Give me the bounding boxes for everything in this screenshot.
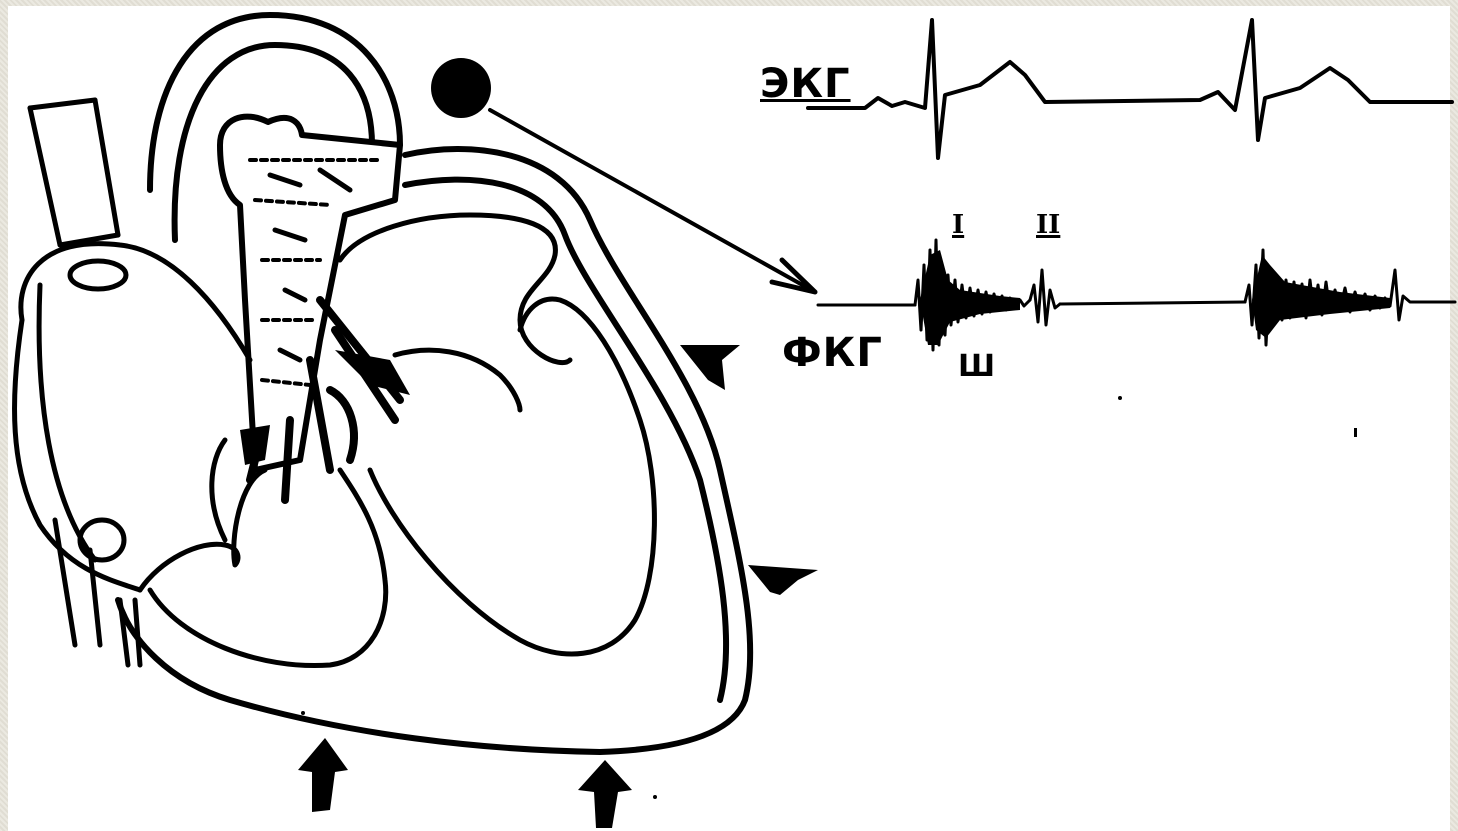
third-tone-text: Ш bbox=[958, 349, 995, 384]
second-tone-text: II bbox=[1036, 210, 1060, 240]
ecg-trace bbox=[808, 20, 1452, 158]
first-tone-text: I bbox=[952, 210, 964, 240]
pulmonary-trunk bbox=[220, 117, 400, 470]
first-tone-label: I bbox=[952, 212, 964, 238]
second-tone-label: II bbox=[1036, 212, 1060, 238]
ecg-label-text: ЭКГ bbox=[760, 61, 851, 107]
third-tone-label: Ш bbox=[958, 352, 995, 382]
pcg-label-text: ФКГ bbox=[782, 330, 883, 376]
right-atrium bbox=[15, 244, 250, 590]
microphone-icon bbox=[431, 58, 491, 118]
pcg-burst-fill bbox=[920, 250, 1390, 345]
heart-outline bbox=[118, 149, 750, 752]
arrow-icon bbox=[298, 345, 818, 828]
ecg-label: ЭКГ bbox=[760, 64, 851, 104]
pcg-label: ФКГ bbox=[782, 333, 883, 373]
vena-cava bbox=[30, 100, 118, 245]
right-ventricle bbox=[140, 440, 386, 666]
inferior-vena-cava bbox=[55, 520, 140, 665]
